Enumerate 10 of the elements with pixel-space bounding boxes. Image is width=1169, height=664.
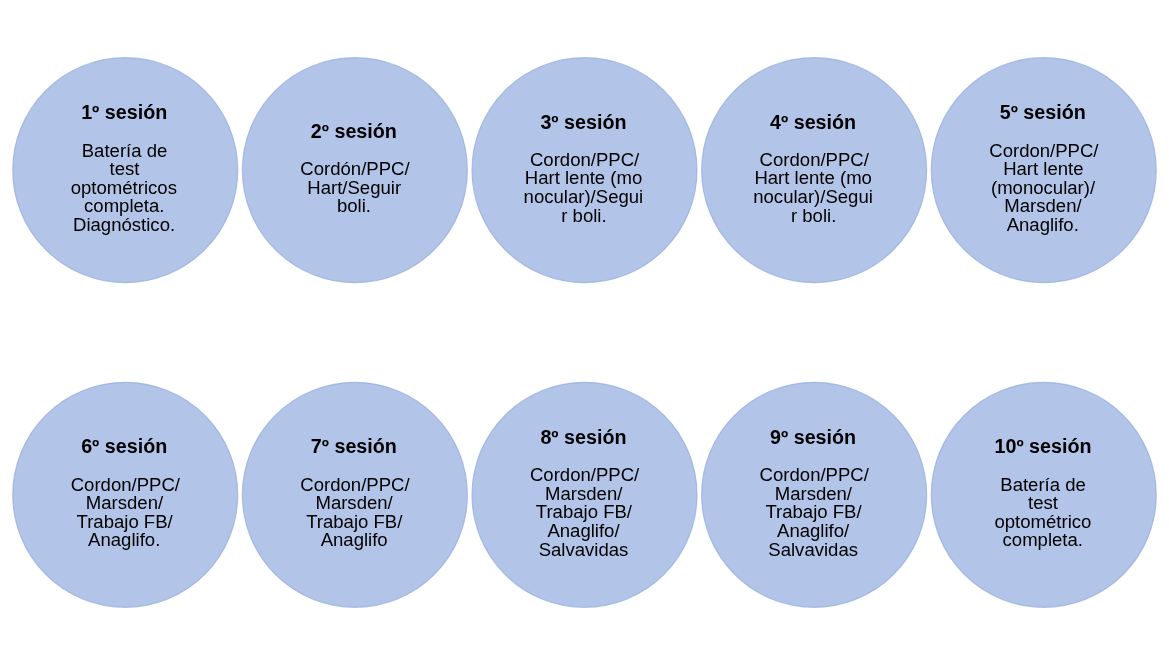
node-circle: 8º sesión Cordon/PPC/ Marsden/ Trabajo FB/ Anaglifo/ Salvavidas bbox=[471, 381, 698, 608]
node-circle: 4º sesión Cordon/PPC/ Hart lente (monocular)/Seguir boli. bbox=[701, 56, 928, 283]
node-circle: 2º sesión Cordón/PPC/ Hart/Seguir boli. bbox=[241, 56, 468, 283]
node-circle: 10º sesión Batería de test optométrico completa. bbox=[930, 381, 1157, 608]
node-circle: 7º sesión Cordon/PPC/ Marsden/ Trabajo FB/ Anaglifo bbox=[241, 381, 468, 608]
node-circle: 5º sesión Cordon/PPC/ Hart lente (monocular)/ Marsden/ Anaglifo. bbox=[930, 56, 1157, 283]
node-circle: 9º sesión Cordon/PPC/ Marsden/ Trabajo FB/ Anaglifo/ Salvavidas bbox=[701, 381, 928, 608]
node-circle: 3º sesión Cordon/PPC/ Hart lente (monocular)/Seguir boli. bbox=[471, 56, 698, 283]
node-circle: 1º sesión Batería de test optométricos completa. Diagnóstico. bbox=[12, 56, 239, 283]
node-circle: 6º sesión Cordon/PPC/ Marsden/ Trabajo FB/ Anaglifo. bbox=[12, 381, 239, 608]
